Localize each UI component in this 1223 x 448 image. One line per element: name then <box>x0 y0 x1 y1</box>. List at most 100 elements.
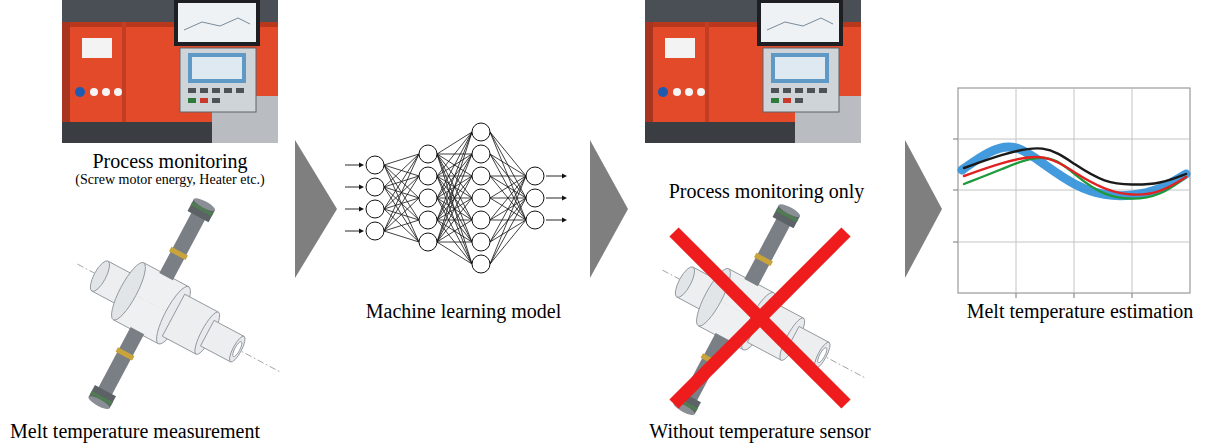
network-neuron <box>366 156 384 174</box>
temperature-curve <box>964 157 1186 195</box>
network-neuron <box>419 211 437 229</box>
cross-mark <box>674 232 846 404</box>
network-link <box>384 154 419 209</box>
caption-subtext: (Screw motor energy, Heater etc.) <box>45 172 295 189</box>
network-link <box>384 198 419 231</box>
network-link <box>437 198 472 264</box>
network-link <box>490 132 526 220</box>
network-link <box>384 209 419 242</box>
network-neuron <box>526 167 544 185</box>
sensor-adapter <box>23 162 334 448</box>
network-neuron <box>419 167 437 185</box>
caption-text: Without temperature sensor <box>640 420 880 442</box>
network-link <box>437 176 472 264</box>
network-link <box>437 132 472 154</box>
network-link <box>384 154 419 165</box>
stage-panel: Process monitoring only <box>628 0 905 206</box>
caption-text: Process monitoring only <box>628 180 905 202</box>
network-link <box>384 187 419 242</box>
network-link <box>437 132 472 220</box>
sensor-adapter <box>608 168 919 448</box>
io-arrow-line <box>546 198 563 199</box>
chart-frame <box>958 88 1190 293</box>
network-neuron <box>472 211 490 229</box>
io-arrow-line <box>546 176 563 177</box>
grid-line <box>958 139 1190 140</box>
network-link <box>490 176 526 220</box>
network-neuron <box>526 211 544 229</box>
caption-text: Melt temperature estimation <box>942 300 1218 322</box>
flow-chevron <box>295 140 337 278</box>
caption-block: Process monitoring only <box>628 180 905 202</box>
temperature-curve <box>964 158 1186 199</box>
network-neuron <box>526 189 544 207</box>
network-neuron <box>472 123 490 141</box>
network-link <box>437 242 472 243</box>
network-link <box>490 132 526 176</box>
io-arrow-line <box>345 209 360 210</box>
axis-tick <box>1132 293 1133 298</box>
stage-panel: Melt temperature measurement <box>5 195 265 446</box>
network-link <box>384 165 419 242</box>
network-link <box>490 154 526 176</box>
network-link <box>490 176 526 198</box>
network-link <box>490 176 526 220</box>
caption-block: Melt temperature measurement <box>5 420 265 442</box>
caption-block: Process monitoring(Screw motor energy, H… <box>45 150 295 189</box>
network-link <box>490 154 526 220</box>
network-link <box>437 198 472 242</box>
network-link <box>384 231 419 242</box>
caption-text: Machine learning model <box>337 300 590 322</box>
cross-mark <box>674 232 846 404</box>
caption-block: Machine learning model <box>337 300 590 322</box>
axis-tick <box>953 242 958 243</box>
io-arrow-line <box>546 220 563 221</box>
io-arrow-head <box>359 185 364 190</box>
network-link <box>437 154 472 242</box>
network-neuron <box>472 145 490 163</box>
chart-curves <box>962 147 1186 199</box>
network-neuron <box>419 189 437 207</box>
io-arrow-head <box>359 163 364 168</box>
machine-photo <box>62 0 278 143</box>
sensor-illustration <box>23 162 334 448</box>
caption-text: Melt temperature measurement <box>5 420 265 442</box>
network-link <box>437 132 472 242</box>
network-link <box>437 154 472 242</box>
network-link <box>384 220 419 231</box>
network-link <box>384 176 419 231</box>
network-link <box>490 176 526 177</box>
axis-tick <box>953 139 958 140</box>
stage-panel: Machine learning model <box>337 110 590 326</box>
network-link <box>490 176 526 242</box>
io-arrow-head <box>359 207 364 212</box>
network-link <box>437 220 472 242</box>
network-link <box>384 154 419 231</box>
axis-tick <box>1074 293 1075 298</box>
network-link <box>437 176 472 242</box>
io-arrow-head <box>359 229 364 234</box>
network-neuron <box>419 233 437 251</box>
caption-text: Process monitoring <box>45 150 295 172</box>
grid-line <box>958 242 1190 243</box>
network-neuron <box>366 200 384 218</box>
network-link <box>437 220 472 242</box>
network-neuron <box>419 145 437 163</box>
flow-chevron <box>590 140 628 278</box>
stage-panel: Melt temperature estimation <box>942 70 1218 326</box>
network-link <box>490 198 526 264</box>
io-arrow-line <box>345 231 360 232</box>
axis-tick <box>953 190 958 191</box>
machine-photo <box>645 0 861 143</box>
io-arrow-head <box>562 196 567 201</box>
estimation-chart <box>953 88 1190 298</box>
network-link <box>490 176 526 198</box>
network-link <box>490 176 526 264</box>
neural-network <box>345 123 567 273</box>
axis-tick <box>1016 293 1017 298</box>
io-arrow-line <box>345 187 360 188</box>
network-link <box>490 220 526 264</box>
network-neuron <box>366 178 384 196</box>
network-neuron <box>366 222 384 240</box>
